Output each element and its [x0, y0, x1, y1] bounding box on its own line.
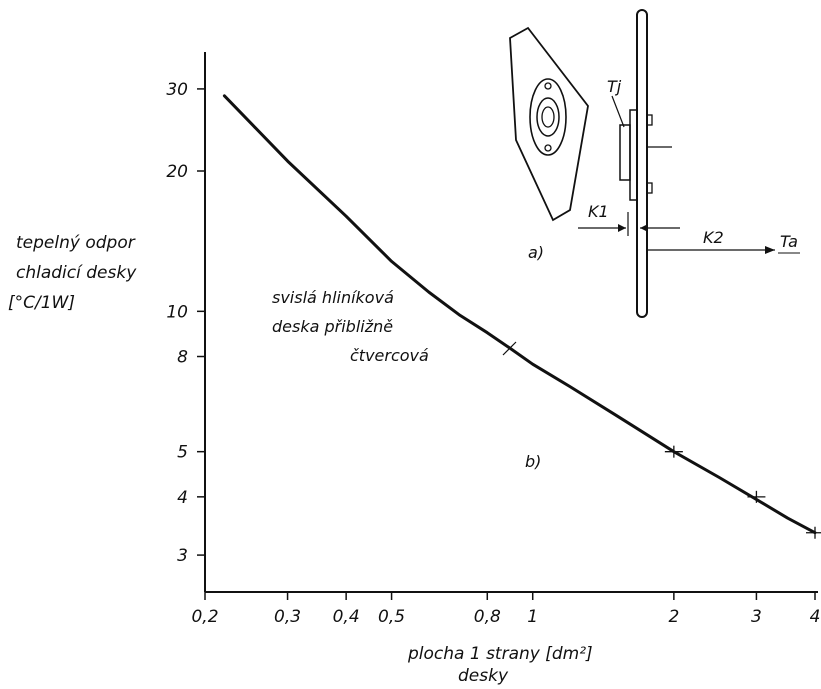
- transistor-body: [536, 97, 560, 137]
- y-ticks: 3 4 5 8 10 20 30: [166, 80, 205, 566]
- transistor-core: [541, 106, 555, 128]
- ta-arrow-head: [765, 246, 775, 254]
- y-tick-label: 5: [177, 443, 188, 463]
- x-ticks: 0,2 0,3 0,4 0,5 0,8 1 2 3 4: [191, 592, 820, 627]
- y-tick-label: 3: [177, 546, 188, 566]
- transistor-side: [619, 124, 631, 181]
- curve-label-leader: [502, 341, 517, 356]
- mount-hole-bottom: [544, 144, 552, 152]
- x-tick-label: 0,3: [274, 607, 301, 627]
- k2-label: K2: [703, 228, 724, 247]
- ta-label: Ta: [780, 232, 798, 251]
- mounting-flange-side: [629, 109, 638, 201]
- plate-side-view: [636, 9, 648, 318]
- y-tick-label: 4: [177, 488, 188, 508]
- x-tick-label: 0,4: [333, 607, 360, 627]
- nut-top: [646, 114, 653, 126]
- series-line: [222, 94, 817, 535]
- x-tick-label: 0,5: [378, 607, 405, 627]
- nut-bottom: [646, 182, 653, 194]
- tj-leader: [611, 95, 625, 128]
- x-tick-label: 0,8: [474, 607, 501, 627]
- heatsink-illustration: Tj K1 K2 Ta: [509, 9, 800, 318]
- x-tick-label: 1: [527, 607, 538, 627]
- y-axis-title-line-1: tepelný odpor: [16, 233, 136, 253]
- mount-hole-top: [544, 82, 552, 90]
- k2-arrow-head: [640, 224, 648, 232]
- x-axis-title-line-2: desky: [458, 666, 509, 686]
- plate-front-view: [509, 26, 589, 222]
- x-tick-label: 4: [810, 607, 821, 627]
- y-axis-title-line-3: [°C/1W]: [8, 293, 75, 313]
- series-layer: [222, 94, 821, 539]
- y-tick-label: 20: [166, 162, 188, 182]
- y-axis-title-line-2: chladicí desky: [16, 263, 137, 283]
- y-tick-label: 10: [166, 302, 188, 322]
- k1-arrow-head: [618, 224, 626, 232]
- curve-label-line-1: svislá hliníková: [272, 288, 394, 307]
- y-tick-label: 30: [166, 80, 188, 100]
- x-axis-title-line-1: plocha 1 strany [dm²]: [407, 644, 593, 664]
- y-tick-label: 8: [177, 348, 188, 368]
- tj-label: Tj: [607, 77, 622, 96]
- x-tick-label: 0,2: [191, 607, 218, 627]
- x-tick-label: 3: [751, 607, 762, 627]
- k1-label: K1: [588, 202, 609, 221]
- part-b-label: b): [525, 452, 541, 471]
- part-a-label: a): [528, 243, 544, 262]
- transistor-flange: [529, 78, 567, 156]
- curve-label-line-2: deska přibližně: [272, 317, 393, 336]
- x-tick-label: 2: [668, 607, 679, 627]
- curve-label-line-3: čtvercová: [350, 346, 429, 365]
